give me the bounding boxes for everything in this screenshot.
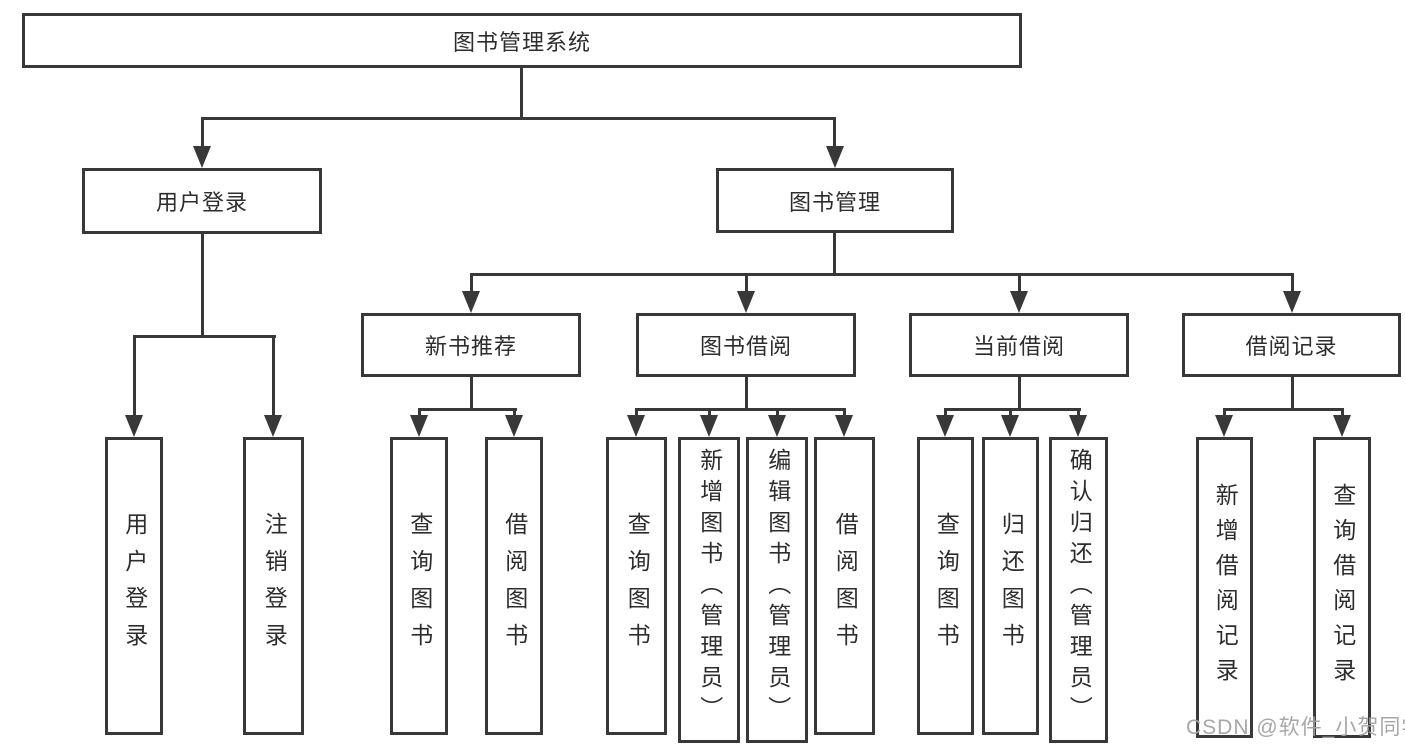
leaf-label: 归还图书: [998, 512, 1025, 660]
node-label: 用户登录: [155, 190, 248, 215]
arrowhead-icon: [737, 291, 755, 313]
arrowhead-icon: [125, 415, 143, 437]
connector-vline: [520, 66, 523, 119]
connector-vline: [1223, 408, 1226, 417]
node-borrow-records: 借阅记录: [1182, 313, 1401, 377]
leaf-label: 确认归还（管理员）: [1066, 448, 1093, 727]
connector-vline: [513, 408, 516, 417]
leaf-label: 新增借阅记录: [1212, 482, 1239, 693]
connector-vline: [418, 408, 421, 417]
connector-hline: [944, 408, 1081, 411]
arrowhead-icon: [462, 291, 480, 313]
connector-vline: [1291, 273, 1294, 293]
leaf-newbook-query-books: 查询图书: [390, 437, 448, 735]
connector-vline: [133, 335, 136, 417]
connector-vline: [201, 232, 204, 338]
connector-hline: [201, 117, 836, 120]
node-current-borrow: 当前借阅: [909, 313, 1129, 377]
leaf-label: 借阅图书: [832, 512, 859, 660]
node-book-management: 图书管理: [716, 168, 954, 233]
leaf-logout: 注销登录: [243, 437, 304, 735]
arrowhead-icon: [768, 415, 786, 437]
leaf-label: 用户登录: [121, 512, 148, 660]
leaf-newbook-borrow-books: 借阅图书: [485, 437, 543, 735]
leaf-user-login: 用户登录: [105, 437, 163, 735]
leaf-label: 借阅图书: [501, 512, 528, 660]
node-library-system: 图书管理系统: [22, 13, 1022, 68]
leaf-current-query-books: 查询图书: [917, 437, 974, 735]
leaf-current-return-books: 归还图书: [982, 437, 1039, 735]
node-label: 图书借阅: [699, 334, 792, 359]
connector-vline: [944, 408, 947, 417]
connector-vline: [1018, 273, 1021, 293]
connector-vline: [1009, 408, 1012, 417]
arrowhead-icon: [1283, 291, 1301, 313]
leaf-borrow-lend-books: 借阅图书: [814, 437, 875, 735]
arrowhead-icon: [826, 146, 844, 168]
node-label: 借阅记录: [1245, 334, 1338, 359]
arrowhead-icon: [700, 415, 718, 437]
connector-hline: [133, 335, 276, 338]
arrowhead-icon: [264, 415, 282, 437]
leaf-borrow-add-books-admin: 新增图书（管理员）: [678, 437, 740, 743]
leaf-label: 编辑图书（管理员）: [764, 448, 791, 727]
arrowhead-icon: [410, 415, 428, 437]
node-label: 图书管理系统: [452, 29, 591, 55]
arrowhead-icon: [1333, 415, 1351, 437]
node-label: 图书管理: [788, 189, 881, 215]
leaf-current-confirm-return-admin: 确认归还（管理员）: [1049, 437, 1108, 743]
leaf-label: 查询图书: [624, 512, 651, 660]
leaf-label: 查询图书: [933, 512, 960, 660]
leaf-records-query-record: 查询借阅记录: [1313, 437, 1371, 738]
arrowhead-icon: [1215, 415, 1233, 437]
leaf-label: 新增图书（管理员）: [696, 448, 723, 727]
leaf-label: 查询借阅记录: [1329, 482, 1356, 693]
connector-vline: [470, 273, 473, 293]
connector-vline: [1018, 375, 1021, 411]
connector-hline: [1223, 408, 1344, 411]
connector-hline: [418, 408, 517, 411]
node-book-borrow: 图书借阅: [636, 313, 856, 377]
connector-vline: [1341, 408, 1344, 417]
leaf-records-add-record: 新增借阅记录: [1196, 437, 1253, 738]
arrowhead-icon: [936, 415, 954, 437]
connector-vline: [745, 375, 748, 411]
connector-vline: [745, 273, 748, 293]
leaf-label: 注销登录: [261, 512, 288, 660]
connector-hline: [635, 408, 846, 411]
connector-vline: [201, 117, 204, 148]
connector-vline: [708, 408, 711, 417]
connector-vline: [1291, 375, 1294, 411]
connector-vline: [470, 375, 473, 411]
arrowhead-icon: [193, 146, 211, 168]
leaf-borrow-edit-books-admin: 编辑图书（管理员）: [746, 437, 808, 743]
arrowhead-icon: [505, 415, 523, 437]
arrowhead-icon: [627, 415, 645, 437]
leaf-borrow-query-books: 查询图书: [606, 437, 667, 735]
connector-hline: [470, 273, 1294, 276]
node-label: 当前借阅: [972, 334, 1065, 359]
arrowhead-icon: [1069, 415, 1087, 437]
connector-vline: [833, 231, 836, 276]
connector-vline: [272, 335, 275, 417]
connector-vline: [635, 408, 638, 417]
node-new-book-recommend: 新书推荐: [361, 313, 581, 377]
connector-vline: [776, 408, 779, 417]
arrowhead-icon: [835, 415, 853, 437]
arrowhead-icon: [1001, 415, 1019, 437]
connector-vline: [1077, 408, 1080, 417]
arrowhead-icon: [1010, 291, 1028, 313]
csdn-watermark: CSDN @软件_小贺同学: [1186, 716, 1405, 739]
leaf-label: 查询图书: [406, 512, 433, 660]
node-user-login: 用户登录: [82, 168, 322, 234]
connector-vline: [833, 117, 836, 148]
connector-vline: [843, 408, 846, 417]
node-label: 新书推荐: [424, 334, 517, 359]
